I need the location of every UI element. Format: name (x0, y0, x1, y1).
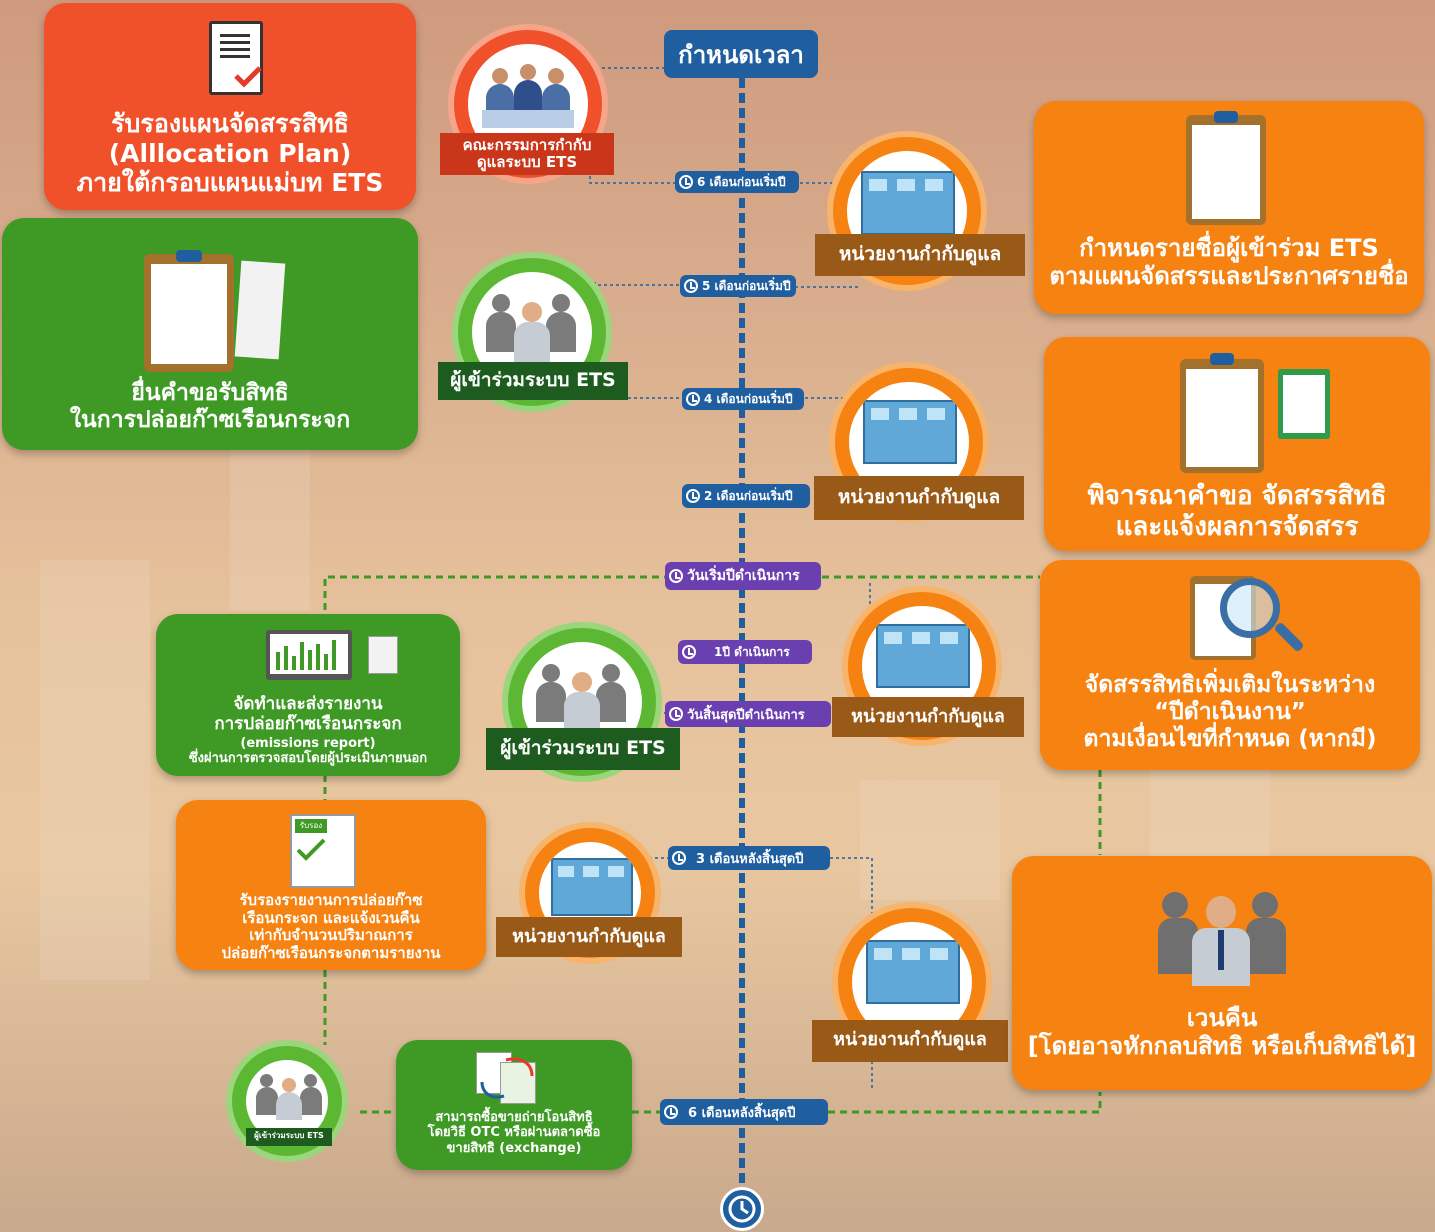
callout-text: จัดทำและส่งรายงาน การปล่อยก๊าซเรือนกระจก (214, 694, 402, 735)
clock-icon (669, 569, 683, 583)
connector-line (830, 857, 873, 920)
building-icon (866, 940, 960, 1004)
clock-icon (686, 392, 700, 406)
callout-text: สามารถซื้อขายถ่ายโอนสิทธิ โดยวิธี OTC หร… (427, 1110, 601, 1156)
callout-trading: สามารถซื้อขายถ่ายโอนสิทธิ โดยวิธี OTC หร… (396, 1040, 632, 1170)
regulator-label: หน่วยงานกำกับดูแล (815, 234, 1025, 276)
building-icon (551, 858, 633, 916)
pill-5-months-before: 5 เดือนก่อนเริ่มปี (680, 275, 796, 297)
regulator-label: หน่วยงานกำกับดูแล (814, 476, 1024, 520)
magnifier-icon (1220, 578, 1280, 638)
callout-text: พิจารณาคำขอ จัดสรรสิทธิ และแจ้งผลการจัดส… (1087, 481, 1387, 542)
certified-stamp: รับรอง (295, 819, 327, 833)
connector-line (594, 282, 680, 286)
pill-label: วันเริ่มปีดำเนินการ (687, 568, 800, 584)
building-icon (861, 171, 955, 235)
document-check-icon (209, 21, 263, 95)
clock-icon (682, 645, 696, 659)
pill-end-of-year: วันสิ้นสุดปีดำเนินการ (665, 701, 831, 727)
pill-2-months-before: 2 เดือนก่อนเริ่มปี (682, 484, 810, 508)
business-people-icon (1158, 886, 1286, 986)
pill-start-of-year: วันเริ่มปีดำเนินการ (665, 562, 821, 590)
pill-label: 6 เดือนก่อนเริ่มปี (697, 174, 786, 189)
background-building (40, 560, 150, 980)
pill-label: 1ปี ดำเนินการ (714, 644, 790, 659)
callout-text: ยื่นคำขอรับสิทธิ ในการปล่อยก๊าซเรือนกระจ… (69, 380, 351, 434)
regulator-label: หน่วยงานกำกับดูแล (496, 917, 682, 957)
participant-label: ผู้เข้าร่วมระบบ ETS (438, 362, 628, 400)
callout-text: รับรองแผนจัดสรรสิทธิ (Alllocation Plan) … (76, 109, 384, 197)
pill-label: 5 เดือนก่อนเริ่มปี (702, 278, 791, 293)
clock-icon (679, 175, 693, 189)
clock-icon (672, 851, 686, 865)
participants-icon (536, 658, 628, 734)
pill-label: วันสิ้นสุดปีดำเนินการ (687, 707, 805, 723)
connector-line (589, 170, 675, 184)
callout-submit-request: ยื่นคำขอรับสิทธิ ในการปล่อยก๊าซเรือนกระจ… (2, 218, 418, 450)
pill-label: 6 เดือนหลังสิ้นสุดปี (688, 1105, 796, 1121)
participants-icon (256, 1070, 322, 1122)
callout-additional-allocation: จัดสรรสิทธิเพิ่มเติมในระหว่าง “ปีดำเนินง… (1040, 560, 1420, 770)
dashed-green-line (828, 1092, 1102, 1114)
committee-label: คณะกรรมการกำกับ ดูแลระบบ ETS (440, 133, 614, 175)
clock-icon (684, 279, 698, 293)
participant-label: ผู้เข้าร่วมระบบ ETS (246, 1128, 332, 1146)
participants-icon (486, 288, 578, 364)
paper-sheet-icon (234, 260, 286, 360)
document-icon (368, 636, 398, 674)
callout-surrender: เวนคืน [โดยอาจหักกลบสิทธิ หรือเก็บสิทธิไ… (1012, 856, 1432, 1090)
background-building (230, 450, 310, 610)
transfer-documents-icon (476, 1052, 538, 1104)
clock-icon (686, 489, 700, 503)
clock-icon (669, 707, 683, 721)
callout-certify-report: รับรอง รับรองรายงานการปล่อยก๊าซ เรือนกระ… (176, 800, 486, 970)
committee-people-icon (482, 62, 574, 132)
certified-document-icon: รับรอง (290, 814, 356, 888)
participant-label: ผู้เข้าร่วมระบบ ETS (486, 728, 680, 770)
pill-label: 4 เดือนก่อนเริ่มปี (704, 391, 793, 406)
timeline-end-clock-icon (720, 1187, 764, 1231)
timeline-header: กำหนดเวลา (664, 30, 818, 78)
dashed-green-line (323, 575, 665, 610)
callout-subtext: (emissions report) ซึ่งผ่านการตรวจสอบโดย… (188, 736, 428, 767)
building-icon (876, 624, 970, 688)
callout-consider-request: พิจารณาคำขอ จัดสรรสิทธิ และแจ้งผลการจัดส… (1044, 337, 1430, 551)
pill-3-months-after: 3 เดือนหลังสิ้นสุดปี (668, 846, 830, 870)
clipboard-checklist-icon (1186, 111, 1266, 225)
callout-text: รับรองรายงานการปล่อยก๊าซ เรือนกระจก และแ… (221, 891, 441, 963)
callout-text: กำหนดรายชื่อผู้เข้าร่วม ETS ตามแผนจัดสรร… (1049, 234, 1409, 291)
regulator-label: หน่วยงานกำกับดูแล (832, 697, 1024, 737)
callout-approve-allocation-plan: รับรองแผนจัดสรรสิทธิ (Alllocation Plan) … (44, 3, 416, 210)
regulator-label: หน่วยงานกำกับดูแล (812, 1020, 1008, 1062)
pill-label: 3 เดือนหลังสิ้นสุดปี (696, 851, 804, 867)
building-icon (863, 400, 957, 464)
clipboard-document-icon (144, 250, 234, 372)
pill-4-months-before: 4 เดือนก่อนเริ่มปี (682, 388, 804, 410)
pill-6-months-before: 6 เดือนก่อนเริ่มปี (675, 171, 799, 193)
pill-label: 2 เดือนก่อนเริ่มปี (704, 488, 793, 503)
clipboard-checklist-icon (1180, 353, 1264, 473)
callout-text: จัดสรรสิทธิเพิ่มเติมในระหว่าง “ปีดำเนินง… (1083, 672, 1377, 753)
callout-emissions-report: จัดทำและส่งรายงาน การปล่อยก๊าซเรือนกระจก… (156, 614, 460, 776)
callout-define-participants: กำหนดรายชื่อผู้เข้าร่วม ETS ตามแผนจัดสรร… (1034, 101, 1424, 314)
callout-text: เวนคืน [โดยอาจหักกลบสิทธิ หรือเก็บสิทธิไ… (1027, 1004, 1417, 1061)
monitor-chart-icon (266, 630, 352, 680)
small-checklist-icon (1278, 369, 1330, 439)
clock-icon (664, 1105, 678, 1119)
pill-6-months-after: 6 เดือนหลังสิ้นสุดปี (660, 1099, 828, 1125)
background-building (860, 780, 1000, 900)
pill-1-year: 1ปี ดำเนินการ (678, 640, 812, 664)
magnifier-handle (1273, 621, 1305, 653)
